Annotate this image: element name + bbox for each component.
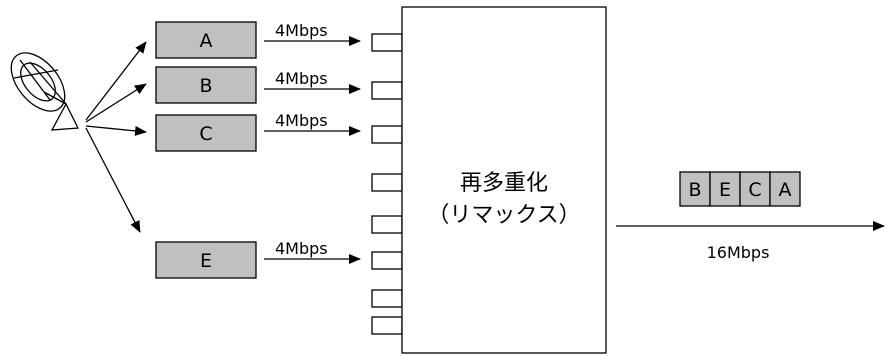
- input-port: [371, 251, 403, 270]
- output-packet: [739, 171, 771, 207]
- stream-rate-label: 4Mbps: [275, 239, 328, 258]
- stream-rate-label: 4Mbps: [275, 21, 328, 40]
- stream-rate-label: 4Mbps: [275, 111, 328, 130]
- stream-label: C: [199, 123, 212, 145]
- satellite-dish-icon: [10, 52, 80, 131]
- stream-box: [155, 66, 257, 104]
- output-packet-sequence: B E C A: [679, 171, 801, 207]
- output-packet: [769, 171, 801, 207]
- input-port: [371, 81, 403, 100]
- stream-label: A: [200, 30, 213, 52]
- fanout-arrow-a: [85, 41, 147, 121]
- output-packet-label: E: [719, 179, 731, 201]
- remux-block: 再多重化 （リマックス）: [401, 6, 607, 354]
- remux-input-ports: [371, 33, 403, 335]
- input-port: [371, 316, 403, 335]
- output-packet-label: B: [688, 179, 701, 201]
- input-port: [371, 289, 403, 308]
- fanout-arrow-b: [85, 83, 147, 123]
- remux-subtitle: （リマックス）: [427, 203, 580, 228]
- input-stream-e: E 4Mbps: [155, 239, 361, 279]
- stream-label: E: [200, 250, 212, 272]
- output-packet-label: C: [748, 179, 761, 201]
- stream-rate-label: 4Mbps: [275, 69, 328, 88]
- stream-box: [155, 21, 257, 59]
- input-port: [371, 173, 403, 192]
- input-port: [371, 125, 403, 144]
- input-stream-b: B 4Mbps: [155, 66, 361, 104]
- stream-box: [155, 114, 257, 152]
- output-packet-label: A: [779, 179, 792, 201]
- output-packet: [709, 171, 741, 207]
- antenna-fanout-arrows: [85, 41, 147, 233]
- output-rate-label: 16Mbps: [707, 243, 770, 262]
- input-port: [371, 215, 403, 234]
- fanout-arrow-c: [85, 125, 147, 136]
- remux-title: 再多重化: [460, 171, 548, 196]
- input-stream-c: C 4Mbps: [155, 111, 361, 152]
- input-stream-a: A 4Mbps: [155, 21, 361, 59]
- stream-label: B: [199, 75, 212, 97]
- input-port: [371, 33, 403, 52]
- stream-box: [155, 241, 257, 279]
- fanout-arrow-e: [85, 127, 141, 233]
